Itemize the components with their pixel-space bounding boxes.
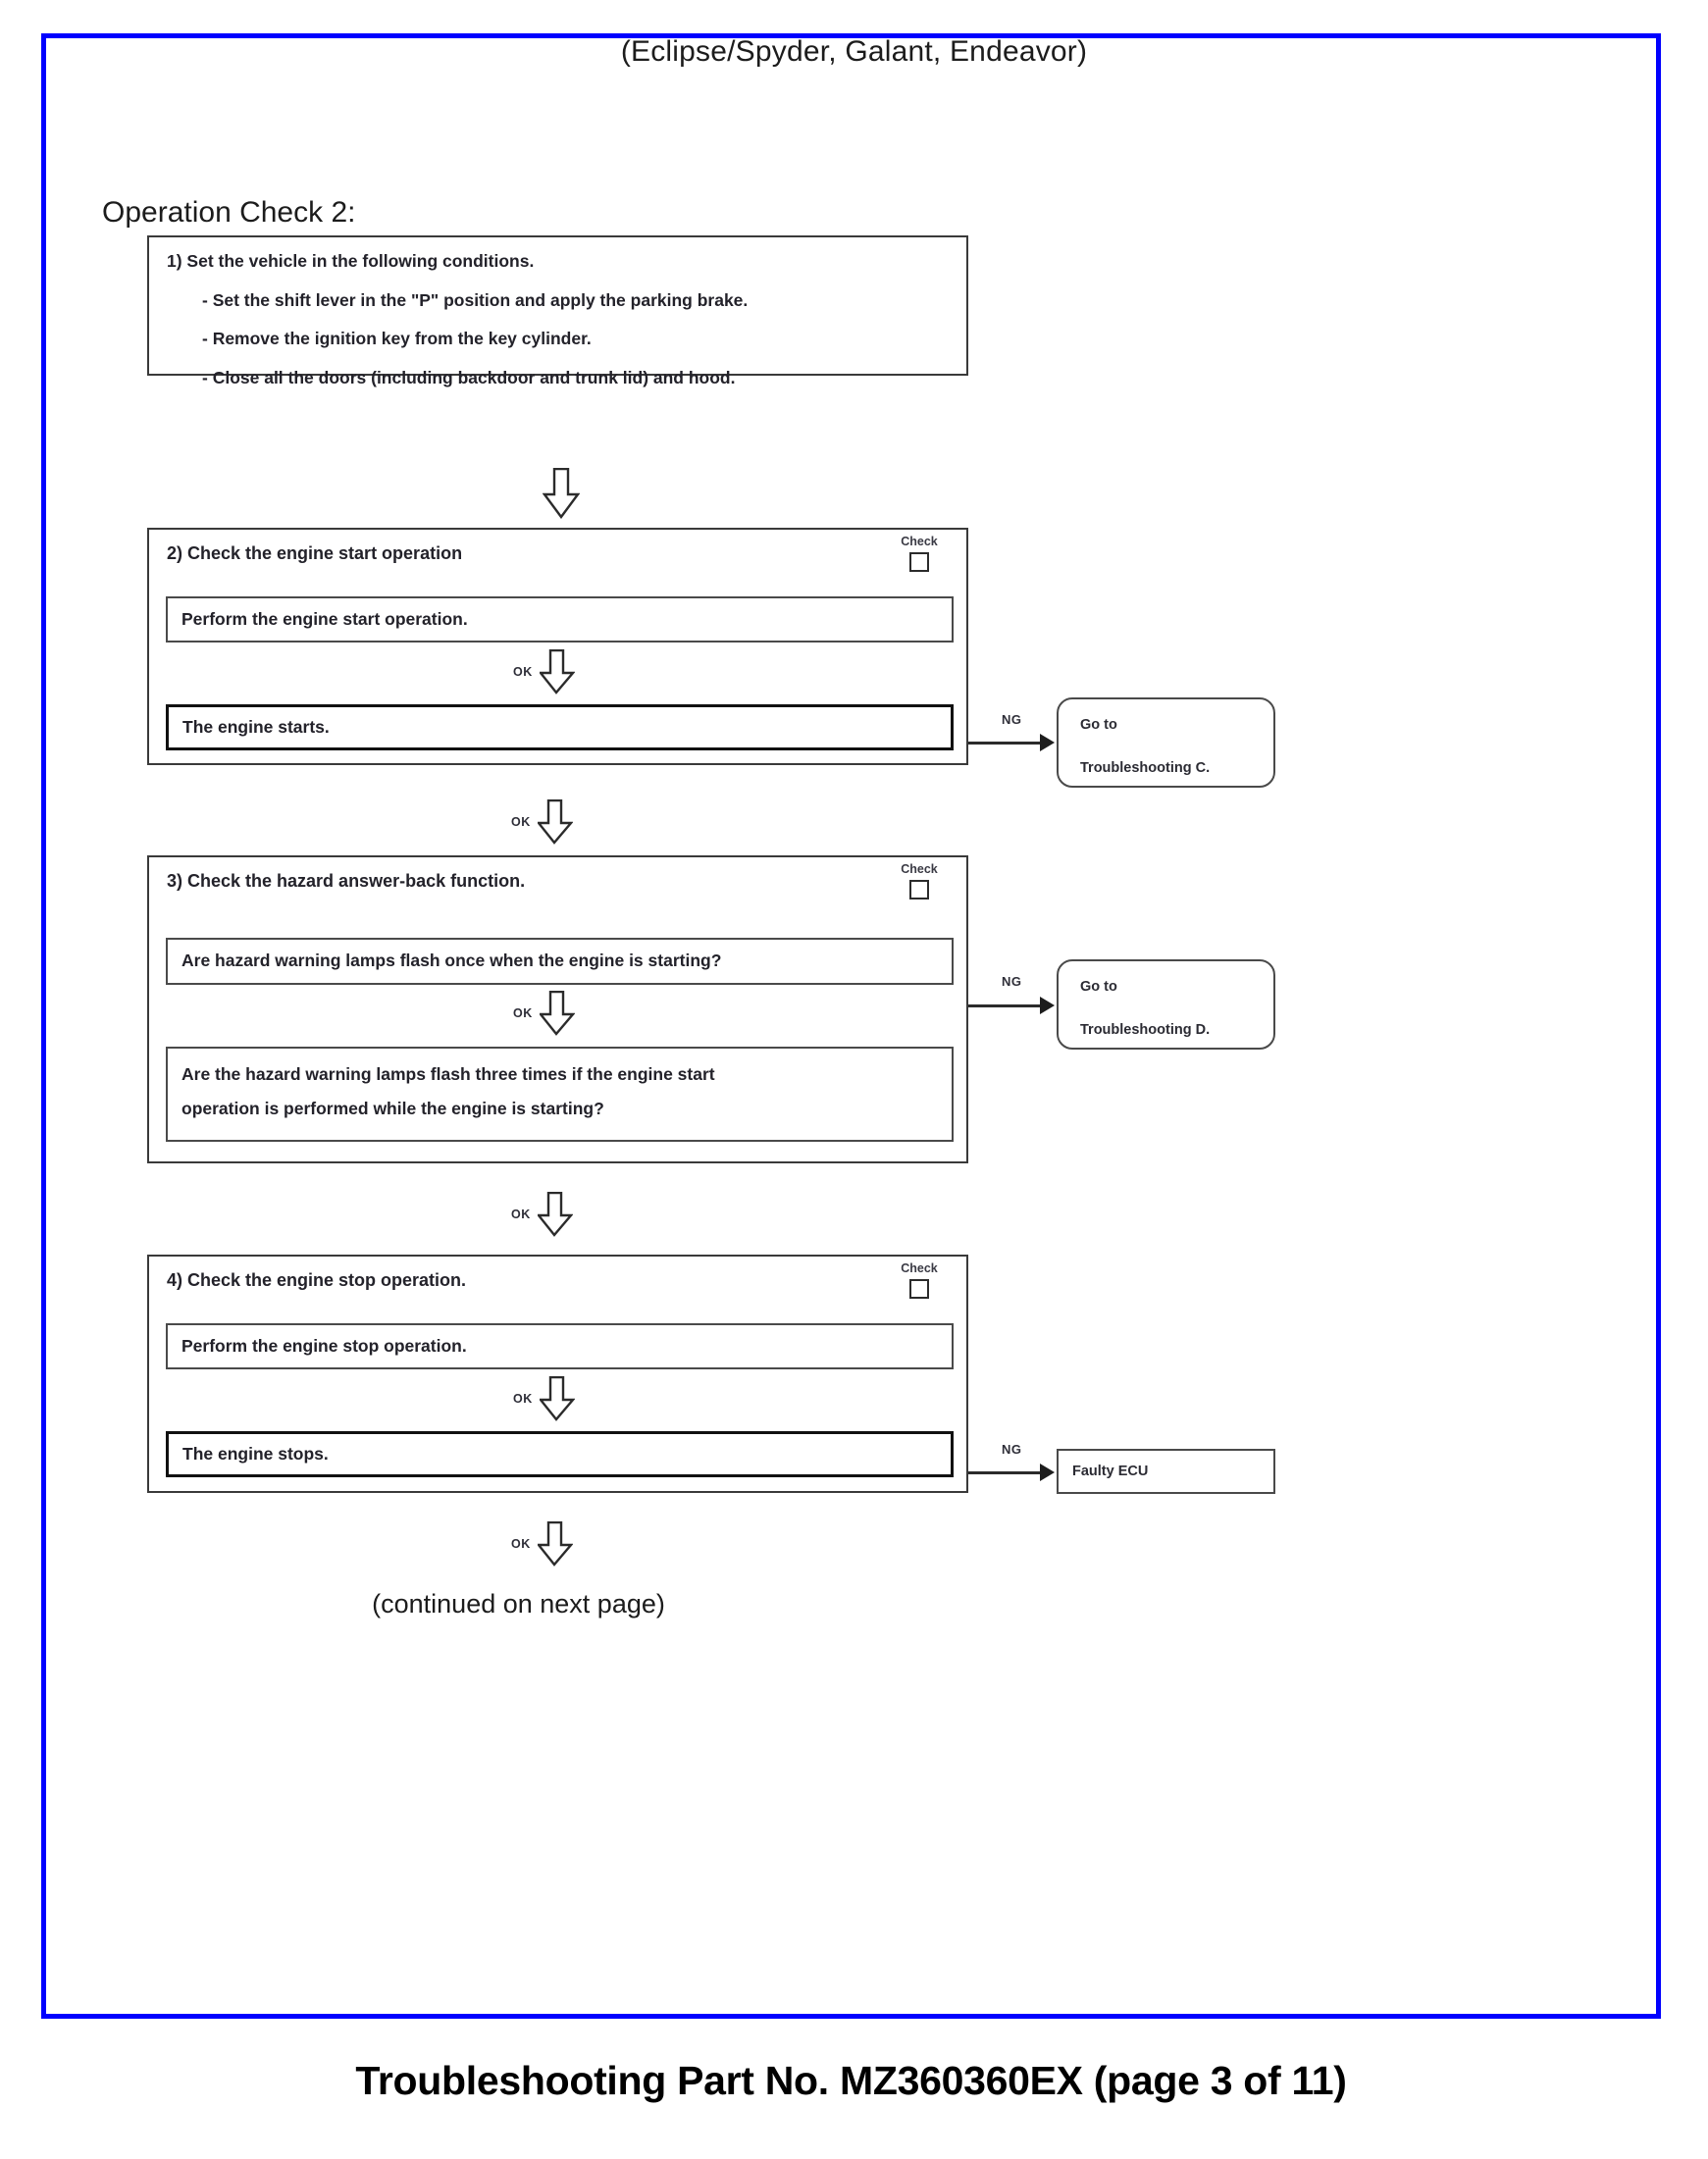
step-3-question-1-box: Are hazard warning lamps flash once when… — [166, 938, 954, 985]
step-1-line-1: 1) Set the vehicle in the following cond… — [167, 251, 535, 271]
step-4-destination-text: Faulty ECU — [1072, 1464, 1149, 1479]
step-4-ng-label: NG — [1002, 1442, 1022, 1457]
step-2-result-box: The engine starts. — [166, 704, 954, 750]
step-2-action-text: Perform the engine start operation. — [181, 608, 468, 629]
connector-step4-to-continued: OK — [511, 1521, 573, 1567]
step-3-question-2-line-2: operation is performed while the engine … — [181, 1099, 604, 1119]
ok-label: OK — [511, 1537, 531, 1551]
step-4-title: 4) Check the engine stop operation. — [167, 1270, 467, 1290]
down-arrow-icon — [537, 1192, 573, 1237]
step-4-box: 4) Check the engine stop operation. Chec… — [147, 1255, 968, 1493]
step-2-header: 2) Check the engine start operation Chec… — [149, 530, 966, 585]
step-3-header: 3) Check the hazard answer-back function… — [149, 857, 966, 912]
step-2-ng-line — [968, 742, 1045, 745]
ok-label: OK — [513, 1392, 533, 1406]
down-arrow-icon — [543, 468, 580, 519]
check-label: Check — [901, 862, 938, 876]
connector-step3-to-step4: OK — [511, 1192, 573, 1237]
down-arrow-icon — [537, 1521, 573, 1567]
step-3-destination-line-1: Go to — [1080, 979, 1117, 995]
step-3-title: 3) Check the hazard answer-back function… — [167, 871, 526, 891]
document-header-models: (Eclipse/Spyder, Galant, Endeavor) — [620, 35, 1088, 68]
step-2-ng-label: NG — [1002, 712, 1022, 727]
step-4-ng-line — [968, 1471, 1045, 1474]
step-4-ng-arrowhead — [1040, 1464, 1055, 1481]
step-3-ng-label: NG — [1002, 974, 1022, 989]
step-3-question-1-text: Are hazard warning lamps flash once when… — [181, 951, 722, 971]
step-2-destination-line-2: Troubleshooting C. — [1080, 760, 1211, 776]
step-2-checkbox[interactable] — [909, 551, 929, 572]
step-3-checkbox[interactable] — [909, 879, 929, 900]
ok-label: OK — [511, 1208, 531, 1221]
step-4-checkbox[interactable] — [909, 1278, 929, 1299]
connector-step1-to-step2 — [543, 468, 580, 519]
step-2-check-group: Check — [890, 535, 949, 572]
continued-on-next-page-note: (continued on next page) — [372, 1589, 665, 1619]
step-2-destination-troubleshooting-c[interactable]: Go to Troubleshooting C. — [1057, 697, 1275, 788]
step-2-ng-arrowhead — [1040, 734, 1055, 751]
step-3-ng-arrowhead — [1040, 997, 1055, 1014]
step-3-destination-troubleshooting-d[interactable]: Go to Troubleshooting D. — [1057, 959, 1275, 1050]
step-4-action-box: Perform the engine stop operation. — [166, 1323, 954, 1369]
step-3-destination-line-2: Troubleshooting D. — [1080, 1022, 1211, 1038]
step-3-question-2-line-1: Are the hazard warning lamps flash three… — [181, 1064, 715, 1084]
footer-part-number-caption: Troubleshooting Part No. MZ360360EX (pag… — [355, 2058, 1347, 2103]
step-4-check-group: Check — [890, 1261, 949, 1299]
step-3-check-group: Check — [890, 862, 949, 900]
down-arrow-icon — [537, 799, 573, 845]
step-3-box: 3) Check the hazard answer-back function… — [147, 855, 968, 1163]
step-1-line-2: - Set the shift lever in the "P" positio… — [202, 289, 749, 310]
down-arrow-icon — [539, 991, 575, 1036]
step-4-header: 4) Check the engine stop operation. Chec… — [149, 1257, 966, 1311]
check-label: Check — [901, 535, 938, 548]
step-2-action-box: Perform the engine start operation. — [166, 596, 954, 643]
connector-step2-to-step3: OK — [511, 799, 573, 845]
step-3-ng-line — [968, 1004, 1045, 1007]
step-4-destination-inner: Faulty ECU — [1059, 1451, 1273, 1492]
section-title: Operation Check 2: — [102, 196, 356, 229]
step-2-destination-line-1: Go to — [1080, 717, 1117, 733]
check-label: Check — [901, 1261, 938, 1275]
step-2-box: 2) Check the engine start operation Chec… — [147, 528, 968, 765]
step-4-destination-faulty-ecu[interactable]: Faulty ECU — [1057, 1449, 1275, 1494]
step-4-action-text: Perform the engine stop operation. — [181, 1335, 467, 1356]
step-1-conditions-box: 1) Set the vehicle in the following cond… — [147, 235, 968, 386]
step-3-ok-connector: OK — [513, 991, 575, 1036]
step-1-line-4: - Close all the doors (including backdoo… — [202, 367, 736, 387]
step-1-line-3: - Remove the ignition key from the key c… — [202, 329, 592, 348]
ok-label: OK — [513, 1006, 533, 1020]
step-4-ok-connector: OK — [513, 1376, 575, 1421]
step-4-result-text: The engine stops. — [182, 1443, 329, 1464]
step-3-question-2-box: Are the hazard warning lamps flash three… — [166, 1047, 954, 1142]
ok-label: OK — [511, 815, 531, 829]
down-arrow-icon — [539, 1376, 575, 1421]
step-4-result-box: The engine stops. — [166, 1431, 954, 1477]
down-arrow-icon — [539, 649, 575, 694]
ok-label: OK — [513, 665, 533, 679]
step-2-ok-connector: OK — [513, 649, 575, 694]
step-2-result-text: The engine starts. — [182, 716, 330, 737]
step-2-title: 2) Check the engine start operation — [167, 543, 463, 563]
